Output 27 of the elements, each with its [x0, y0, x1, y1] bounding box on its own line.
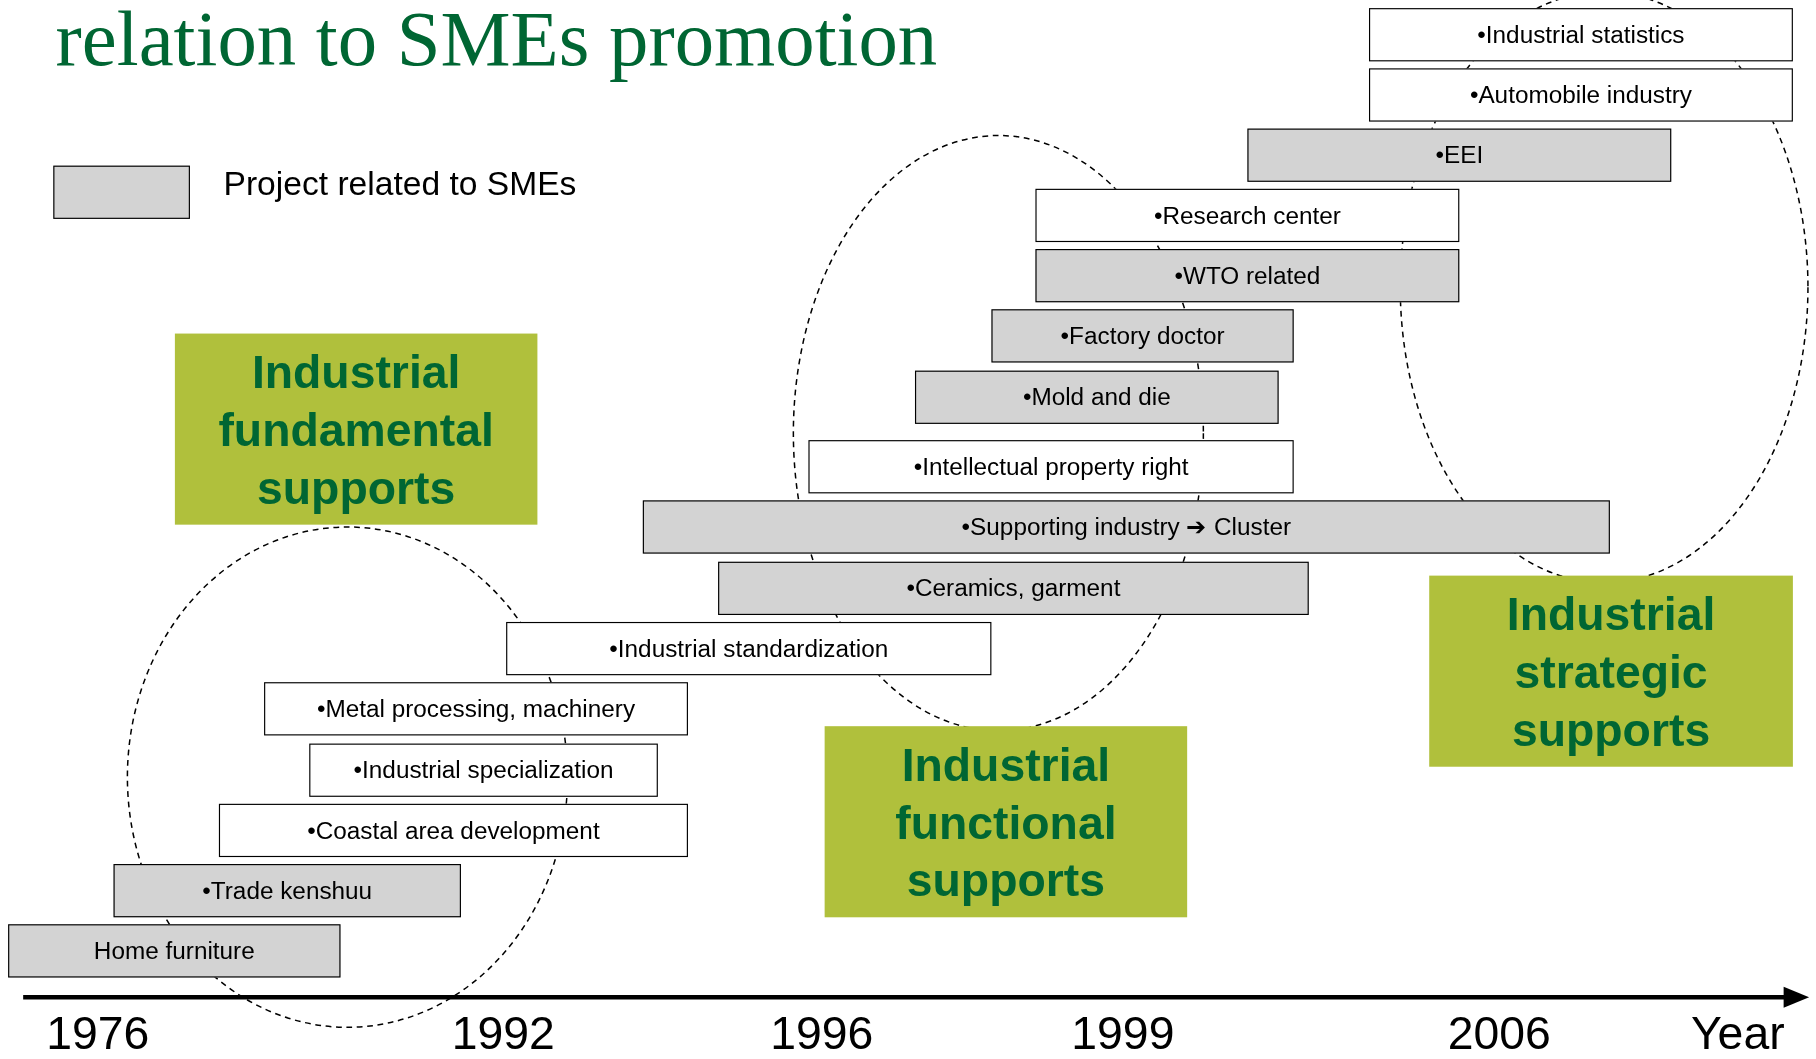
project-bar: •Industrial specialization — [309, 743, 658, 797]
year-label: 1999 — [1071, 1007, 1175, 1059]
project-bar: •Coastal area development — [218, 803, 688, 858]
axis-title: Year — [1690, 1007, 1785, 1059]
project-bar: •Intellectual property right — [808, 440, 1294, 494]
category-box: Industrial functional supports — [824, 726, 1188, 918]
title: relation to SMEs promotion — [55, 0, 938, 85]
year-label: 1996 — [770, 1007, 874, 1059]
category-box: Industrial fundamental supports — [174, 333, 538, 525]
project-bar: Home furniture — [8, 924, 341, 978]
project-bar: •Automobile industry — [1369, 68, 1793, 122]
year-label: 2006 — [1447, 1007, 1551, 1059]
category-box: Industrial strategic supports — [1429, 575, 1793, 767]
project-bar: •Factory doctor — [991, 309, 1294, 363]
project-bar: •Research center — [1035, 188, 1460, 243]
project-bar: •Metal processing, machinery — [264, 682, 688, 736]
year-label: 1992 — [451, 1007, 555, 1059]
year-label: 1976 — [46, 1007, 150, 1059]
project-bar: •WTO related — [1035, 249, 1460, 303]
project-bar: •Trade kenshuu — [113, 864, 461, 918]
project-bar: •Industrial standardization — [506, 621, 992, 676]
project-bar: •Industrial statistics — [1369, 8, 1793, 62]
project-bar: •EEI — [1247, 128, 1672, 182]
project-bar: •Ceramics, garment — [718, 561, 1309, 615]
project-bar: •Mold and die — [915, 370, 1279, 424]
legend-label: Project related to SMEs — [223, 164, 577, 203]
project-bar: •Supporting industry ➔ Cluster — [642, 500, 1610, 554]
